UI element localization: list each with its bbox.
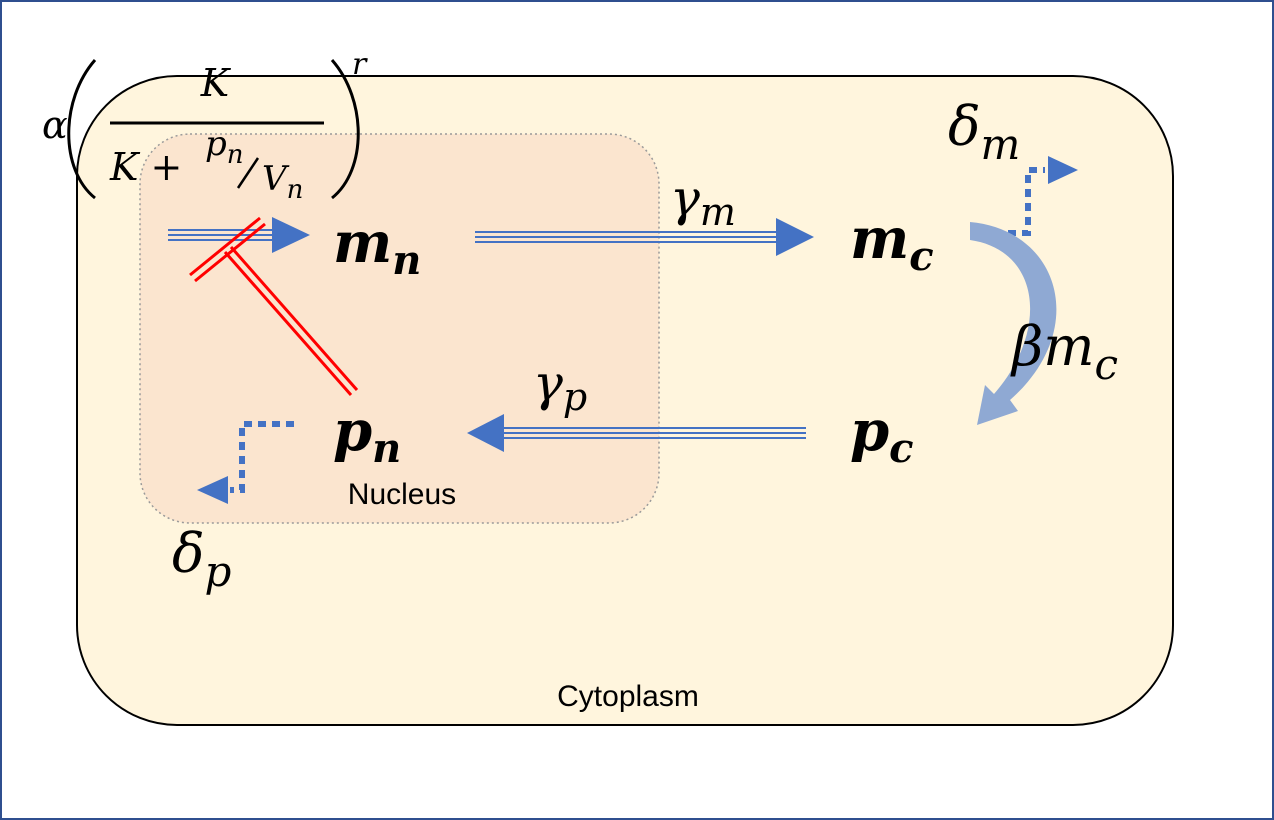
species-p-cytoplasmic: pc [850,398,914,472]
species-m-cytoplasmic: mc [850,206,934,280]
protein-degradation-arrow [197,421,294,504]
species-m-nuclear: mn [333,210,421,284]
rate-delta-p: δp [172,522,231,596]
formula-numerator: K [200,61,232,105]
rate-delta-m: δm [948,95,1020,169]
mrna-degradation-arrow [980,156,1078,236]
transcription-rate-formula: α K K + pn Vn r [42,47,368,205]
rate-gamma-m: γm [670,169,736,234]
species-p-nuclear: pn [333,398,401,472]
formula-alpha: α [42,103,68,147]
rate-gamma-p: γp [533,354,587,419]
nucleus-label: Nucleus [348,478,456,511]
mrna-export-arrow [475,218,814,256]
cytoplasm-label: Cytoplasm [557,680,699,713]
formula-v: Vn [262,159,303,205]
transcription-arrow [168,217,310,253]
rate-beta: βmc [1010,315,1118,389]
repression-inhibitor [189,216,359,396]
formula-denominator-prefix: K + [109,145,182,189]
formula-exponent: r [352,47,368,82]
translation-arrow [970,222,1057,425]
protein-import-arrow [467,414,806,452]
formula-p: pn [205,124,244,170]
